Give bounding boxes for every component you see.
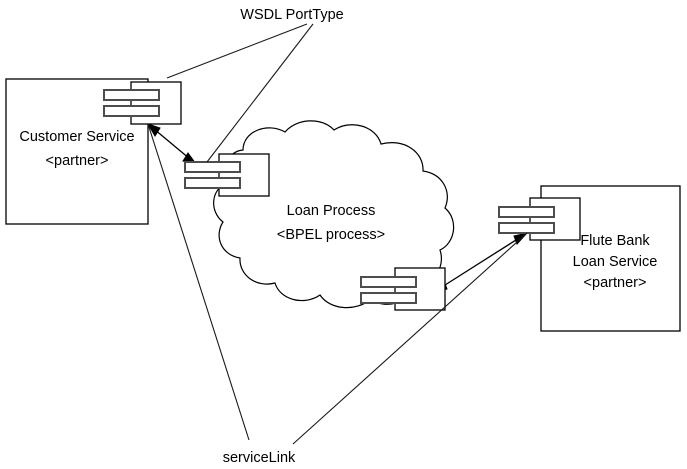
service-link-annotation: serviceLink bbox=[223, 450, 296, 466]
wsdl-leader-line-right bbox=[206, 23, 314, 163]
loan-process-label-line2: <BPEL process> bbox=[277, 227, 385, 243]
flute-bank-label-line2: Loan Service bbox=[573, 254, 658, 270]
service-link-leader-line-left bbox=[147, 123, 250, 441]
customer-service-label-line1: Customer Service bbox=[19, 129, 134, 145]
flute-bank-label-line1: Flute Bank bbox=[580, 233, 650, 249]
flute-bank-label-line3: <partner> bbox=[584, 275, 647, 291]
wsdl-leader-line-left bbox=[166, 23, 308, 79]
customer-service-label-line2: <partner> bbox=[46, 153, 109, 169]
customer-service-port-icon[interactable] bbox=[103, 81, 182, 125]
customer-to-process-connector[interactable] bbox=[146, 123, 198, 165]
loan-process-label-line1: Loan Process bbox=[287, 203, 376, 219]
wsdl-porttype-annotation: WSDL PortType bbox=[240, 7, 343, 23]
customer-service-box[interactable] bbox=[5, 78, 149, 225]
loan-process-outbound-port-icon[interactable] bbox=[360, 267, 446, 311]
flute-bank-port-icon[interactable] bbox=[498, 197, 581, 241]
loan-process-inbound-port-icon[interactable] bbox=[184, 153, 270, 197]
arrowhead-toward-customer-service bbox=[146, 123, 161, 137]
service-link-leader-line-right bbox=[292, 232, 528, 445]
